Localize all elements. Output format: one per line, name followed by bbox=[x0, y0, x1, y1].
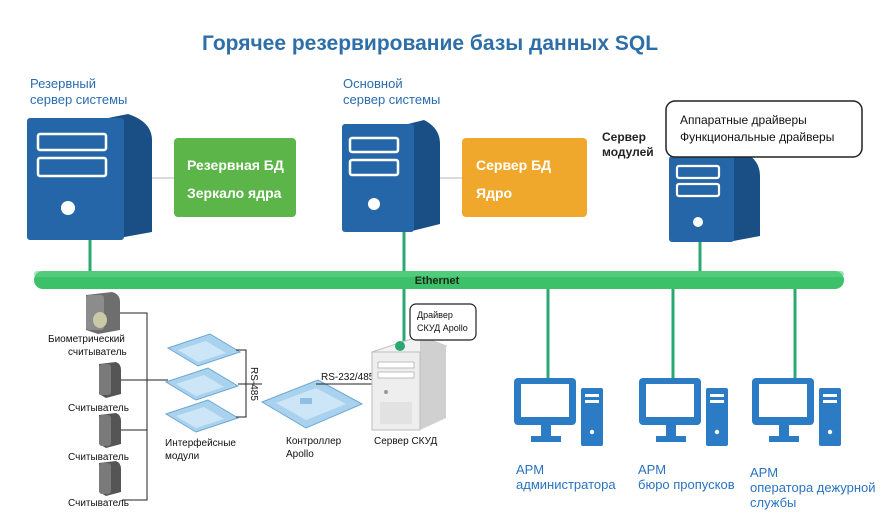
driver-line1: Драйвер bbox=[417, 310, 453, 320]
skud-server-label: Сервер СКУД bbox=[374, 436, 438, 447]
ethernet-bus: Ethernet bbox=[34, 271, 844, 289]
diagram-title: Горячее резервирование базы данных SQL bbox=[202, 32, 658, 55]
rs232-label: RS-232/485 bbox=[321, 372, 375, 383]
workstation-admin-icon bbox=[514, 378, 603, 446]
reader-icon-1 bbox=[99, 362, 121, 398]
workstation-1-line2: администратора bbox=[516, 477, 616, 492]
rs485-label: RS-485 bbox=[248, 367, 259, 401]
driver-line2: СКУД Apollo bbox=[417, 323, 468, 333]
module-server-label-line1: Сервер bbox=[602, 130, 646, 144]
callout-line2: Функциональные драйверы bbox=[680, 130, 834, 144]
interface-module-2 bbox=[164, 367, 240, 401]
workstation-3-line2: оператора дежурной bbox=[750, 480, 876, 495]
workstation-duty-icon bbox=[752, 378, 841, 446]
backup-server-label-line2: сервер системы bbox=[30, 92, 127, 107]
backup-server-icon bbox=[27, 114, 152, 240]
backup-db-box: Резервная БД Зеркало ядра bbox=[174, 138, 296, 217]
interface-modules-label-line1: Интерфейсные bbox=[165, 437, 236, 449]
workstation-1-line1: АРМ bbox=[516, 462, 544, 477]
reader-label-2: Считыватель bbox=[68, 452, 129, 463]
module-server-icon bbox=[669, 152, 760, 242]
main-db-box: Сервер БД Ядро bbox=[462, 138, 587, 217]
backup-db-line1: Резервная БД bbox=[187, 157, 284, 173]
main-server-icon bbox=[342, 120, 440, 232]
backup-db-line2: Зеркало ядра bbox=[187, 185, 282, 201]
ethernet-label: Ethernet bbox=[415, 275, 460, 287]
main-server-label-line2: сервер системы bbox=[343, 92, 440, 107]
workstation-2-line2: бюро пропусков bbox=[638, 477, 735, 492]
main-server-label-line1: Основной bbox=[343, 76, 403, 91]
workstation-3-line1: АРМ bbox=[750, 465, 778, 480]
controller-apollo-icon bbox=[260, 379, 364, 429]
main-db-line1: Сервер БД bbox=[476, 157, 551, 173]
workstation-passes-icon bbox=[639, 378, 728, 446]
reader-wiring bbox=[120, 312, 168, 501]
module-server-label-line2: модулей bbox=[602, 145, 654, 159]
workstation-2-line1: АРМ bbox=[638, 462, 666, 477]
controller-label-line2: Apollo bbox=[286, 449, 314, 460]
interface-module-1 bbox=[166, 333, 242, 367]
backup-server-label-line1: Резервный bbox=[30, 76, 96, 91]
connector-lines bbox=[88, 232, 797, 378]
interface-module-3 bbox=[164, 399, 240, 433]
main-db-line2: Ядро bbox=[476, 185, 512, 201]
biometric-label-line2: считыватель bbox=[68, 347, 127, 358]
reader-icon-3 bbox=[99, 461, 121, 496]
module-server-callout: Аппаратные драйверы Функциональные драйв… bbox=[665, 100, 863, 158]
reader-icon-2 bbox=[99, 413, 121, 448]
rs485-bus bbox=[236, 349, 262, 418]
biometric-reader-icon bbox=[86, 292, 120, 334]
biometric-label-line1: Биометрический bbox=[48, 334, 125, 345]
skud-server-icon bbox=[370, 335, 448, 431]
reader-label-3: Считыватель bbox=[68, 498, 129, 509]
callout-line1: Аппаратные драйверы bbox=[680, 113, 807, 127]
workstation-3-line3: службы bbox=[750, 495, 796, 510]
controller-label-line1: Контроллер bbox=[286, 436, 342, 447]
reader-label-1: Считыватель bbox=[68, 403, 129, 414]
driver-callout: Драйвер СКУД Apollo bbox=[409, 303, 477, 341]
interface-modules-label-line2: модули bbox=[165, 451, 199, 462]
